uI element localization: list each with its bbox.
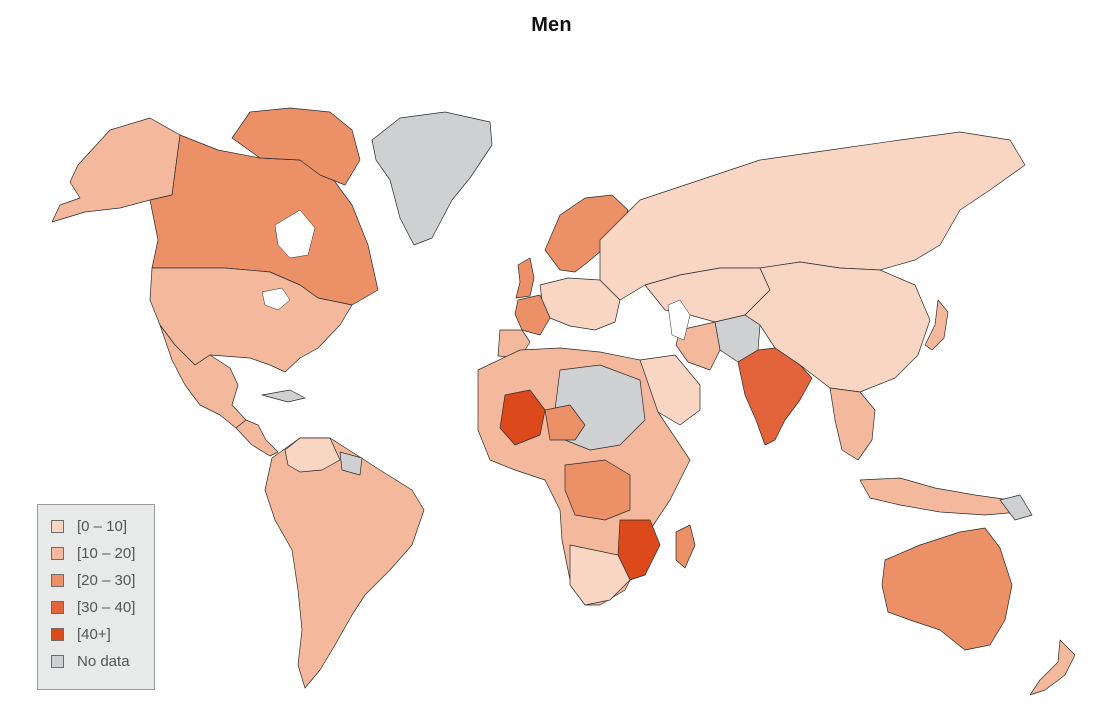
map-title: Men — [531, 14, 572, 36]
legend-label: [20 – 30] — [77, 572, 136, 589]
region-uk — [515, 257, 535, 299]
legend-item: [10 – 20] — [51, 540, 154, 567]
region-madagascar — [675, 524, 696, 569]
legend-item: [0 – 10] — [51, 513, 154, 540]
legend-item: [40+] — [51, 621, 154, 648]
region-india — [737, 347, 813, 446]
great-lakes — [261, 287, 291, 311]
region-alaska — [51, 117, 181, 223]
region-canadian-arctic — [231, 107, 361, 186]
legend: [0 – 10] [10 – 20] [20 – 30] [30 – 40] [… — [37, 504, 155, 690]
region-japan — [924, 299, 949, 351]
legend-swatch — [51, 547, 64, 560]
legend-label: No data — [77, 653, 130, 670]
region-venezuela-colombia — [284, 437, 341, 473]
legend-label: [30 – 40] — [77, 599, 136, 616]
region-png — [999, 494, 1033, 521]
region-southeast-asia — [829, 387, 876, 461]
legend-item: [30 – 40] — [51, 594, 154, 621]
hudson-bay — [274, 209, 316, 259]
region-central-africa — [564, 459, 631, 521]
region-iran — [675, 321, 721, 371]
region-france — [514, 294, 551, 336]
legend-label: [40+] — [77, 626, 111, 643]
region-mexico — [159, 324, 247, 429]
legend-label: [10 – 20] — [77, 545, 136, 562]
legend-swatch — [51, 601, 64, 614]
region-niger-nigeria — [544, 404, 586, 441]
region-australia — [881, 527, 1013, 651]
region-indonesia — [859, 477, 1021, 516]
legend-swatch — [51, 655, 64, 668]
region-guianas — [339, 451, 363, 476]
legend-swatch — [51, 628, 64, 641]
region-southern-africa — [569, 544, 631, 606]
region-south-america — [264, 437, 425, 689]
legend-label: [0 – 10] — [77, 518, 128, 535]
legend-item: [20 – 30] — [51, 567, 154, 594]
region-central-america — [235, 419, 279, 457]
region-caribbean — [261, 389, 306, 403]
region-mali — [499, 389, 546, 446]
legend-swatch — [51, 520, 64, 533]
legend-item: No data — [51, 648, 154, 675]
region-new-zealand — [1029, 639, 1076, 696]
caspian-sea — [667, 299, 691, 341]
legend-swatch — [51, 574, 64, 587]
region-greenland — [371, 111, 493, 246]
